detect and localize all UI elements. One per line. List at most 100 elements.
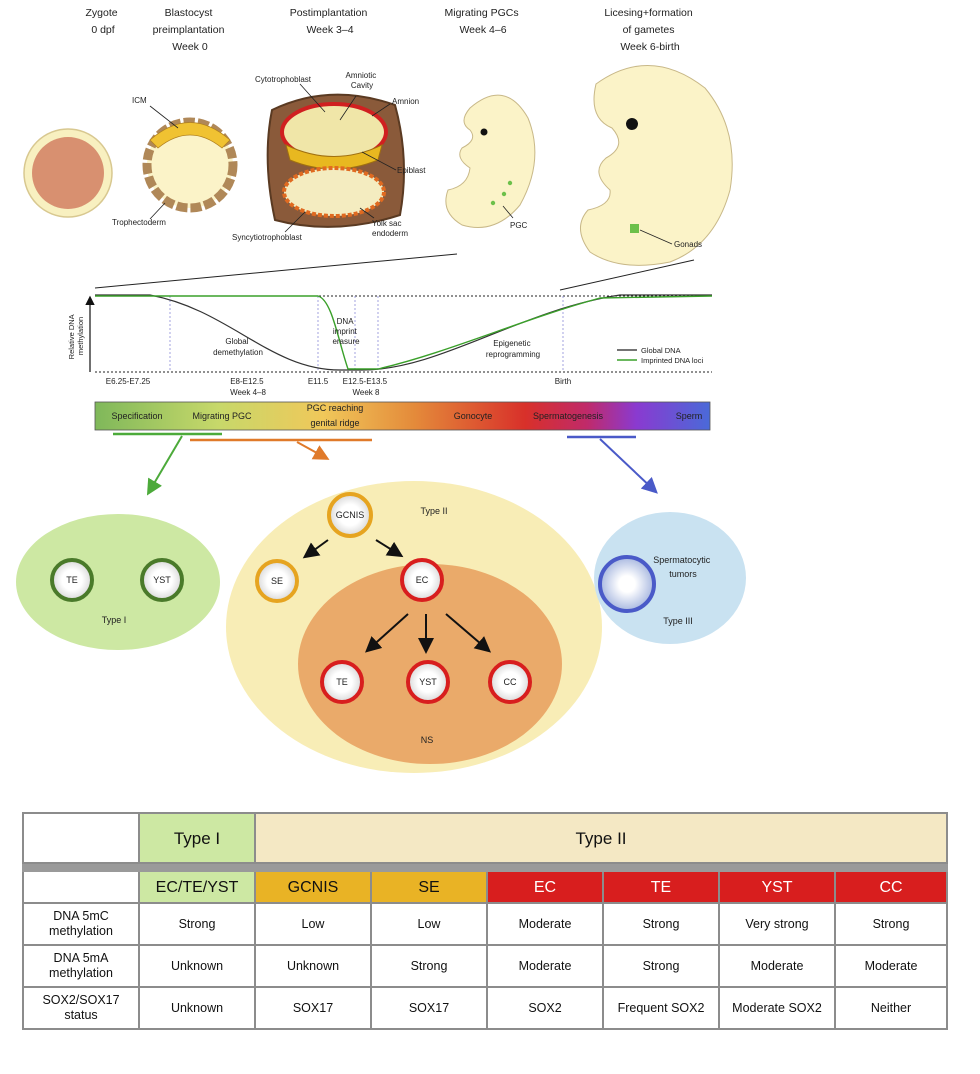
stage-gonocyte: Gonocyte xyxy=(454,411,493,421)
stage-postimplantation: Postimplantation Week 3–4 xyxy=(290,7,371,36)
ns-label: NS xyxy=(421,735,434,745)
imprinted-dna-curve xyxy=(95,295,713,370)
type3-label: Type III xyxy=(663,616,693,626)
table-cell: SOX17 xyxy=(254,986,372,1030)
timepoint-e125: E12.5-E13.5 Week 8 xyxy=(343,377,390,397)
plot-ylabel: Relative DNA methylation xyxy=(67,313,85,360)
table-cell: Very strong xyxy=(718,902,836,946)
type1-label: Type I xyxy=(102,615,127,625)
tumor-development-diagram: Zygote 0 dpf Blastocyst preimplantation … xyxy=(16,7,746,773)
label-amnion: Amnion xyxy=(392,97,419,106)
table-cell: Frequent SOX2 xyxy=(602,986,720,1030)
type1-cell-te: TE xyxy=(66,575,78,585)
table-cell: SOX17 xyxy=(370,986,488,1030)
late-embryo: Gonads xyxy=(580,65,733,266)
table-cell: Strong xyxy=(834,902,948,946)
subtype-gcnis: GCNIS xyxy=(254,870,372,904)
table-cell: Strong xyxy=(138,902,256,946)
stage-spermatogenesis: Spermatogenesis xyxy=(533,411,604,421)
header-separator xyxy=(22,862,948,872)
type2-cell-cc: CC xyxy=(504,677,517,687)
subtype-ec: EC xyxy=(486,870,604,904)
label-gonads: Gonads xyxy=(674,240,702,249)
subtype-ec-te-yst: EC/TE/YST xyxy=(138,870,256,904)
type1-tumor-group: TE YST Type I xyxy=(16,514,220,650)
table-cell: Neither xyxy=(834,986,948,1030)
subtype-yst: YST xyxy=(718,870,836,904)
methylation-table: Type I Type II EC/TE/YST GCNIS SE EC TE … xyxy=(22,812,948,1030)
stage-sperm: Sperm xyxy=(676,411,703,421)
stage-zygote: Zygote 0 dpf xyxy=(85,7,120,36)
zygote-illustration xyxy=(23,128,113,218)
type3-description: Spermatocytic tumors xyxy=(653,555,713,579)
type2-cell-te: TE xyxy=(336,677,348,687)
type3-tumor-group: Spermatocytic tumors Type III xyxy=(594,512,746,644)
label-cytotrophoblast: Cytotrophoblast xyxy=(255,75,312,84)
development-bar: Specification Migrating PGC PGC reaching… xyxy=(94,401,711,431)
label-epigenetic-reprogramming: Epigenetic reprogramming xyxy=(486,339,540,359)
label-pgc: PGC xyxy=(510,221,528,230)
stage-specification: Specification xyxy=(111,411,162,421)
type2-cell-yst: YST xyxy=(419,677,437,687)
table-cell: Moderate xyxy=(718,944,836,988)
table-cell: Unknown xyxy=(138,986,256,1030)
label-amniotic-cavity: Amniotic Cavity xyxy=(346,71,379,90)
timepoint-e115: E11.5 xyxy=(308,377,329,386)
timepoint-e8: E8-E12.5 Week 4–8 xyxy=(230,377,266,397)
table-corner-cell xyxy=(22,812,140,864)
subtype-se: SE xyxy=(370,870,488,904)
stage-migrating-pgcs: Migrating PGCs Week 4–6 xyxy=(444,7,521,36)
type2-cell-se: SE xyxy=(271,576,283,586)
type2-cell-ec: EC xyxy=(416,575,429,585)
timepoint-birth: Birth xyxy=(555,377,571,386)
stage-blastocyst: Blastocyst preimplantation Week 0 xyxy=(153,7,228,53)
label-icm: ICM xyxy=(132,96,147,105)
migrating-pgc-embryo: PGC xyxy=(445,94,536,230)
type2-cell-gcnis: GCNIS xyxy=(336,510,365,520)
subtype-corner-cell xyxy=(22,870,140,904)
stage-migrating-pgc: Migrating PGC xyxy=(192,411,252,421)
label-global-demethylation: Global demethylation xyxy=(213,337,263,357)
plot-legend: Global DNA Imprinted DNA loci xyxy=(617,346,703,365)
type1-cell-yst: YST xyxy=(153,575,171,585)
stage-genital-ridge: genital ridge xyxy=(310,418,359,428)
table-cell: Unknown xyxy=(138,944,256,988)
table-cell: Moderate xyxy=(486,902,604,946)
table-cell: Unknown xyxy=(254,944,372,988)
table-cell: Low xyxy=(370,902,488,946)
table-cell: Strong xyxy=(370,944,488,988)
subtype-cc: CC xyxy=(834,870,948,904)
subtype-te: TE xyxy=(602,870,720,904)
svg-text:Imprinted DNA loci: Imprinted DNA loci xyxy=(641,356,703,365)
type2-header: Type II xyxy=(254,812,948,864)
label-syncytiotrophoblast: Syncytiotrophoblast xyxy=(232,233,303,242)
postimplantation-illustration: Cytotrophoblast Amniotic Cavity Amnion E… xyxy=(232,71,426,242)
stage-pgc-reaching: PGC reaching xyxy=(307,403,364,413)
stage-licensing: Licesing+formation of gametes Week 6-bir… xyxy=(604,7,695,53)
svg-text:Global DNA: Global DNA xyxy=(641,346,681,355)
timepoint-e625: E6.25-E7.25 xyxy=(106,377,151,386)
blastocyst-illustration: ICM Trophectoderm xyxy=(112,96,238,227)
methylation-plot: Relative DNA methylation Global demethyl… xyxy=(67,294,713,397)
type2-tumor-group: GCNIS SE EC TE YST CC Type II NS xyxy=(226,481,602,773)
table-cell: Strong xyxy=(602,944,720,988)
table-cell: Low xyxy=(254,902,372,946)
label-trophectoderm: Trophectoderm xyxy=(112,218,166,227)
table-cell: Moderate xyxy=(486,944,604,988)
global-dna-curve xyxy=(95,294,712,371)
type1-header: Type I xyxy=(138,812,256,864)
table-cell: Moderate xyxy=(834,944,948,988)
label-imprint-erasure: DNA imprint erasure xyxy=(332,317,360,346)
label-yolk-sac: Yolk sac endoderm xyxy=(372,219,408,238)
table-cell: Strong xyxy=(602,902,720,946)
table-cell: Moderate SOX2 xyxy=(718,986,836,1030)
type2-label: Type II xyxy=(420,506,447,516)
label-epiblast: Epiblast xyxy=(397,166,426,175)
table-cell: SOX2 xyxy=(486,986,604,1030)
